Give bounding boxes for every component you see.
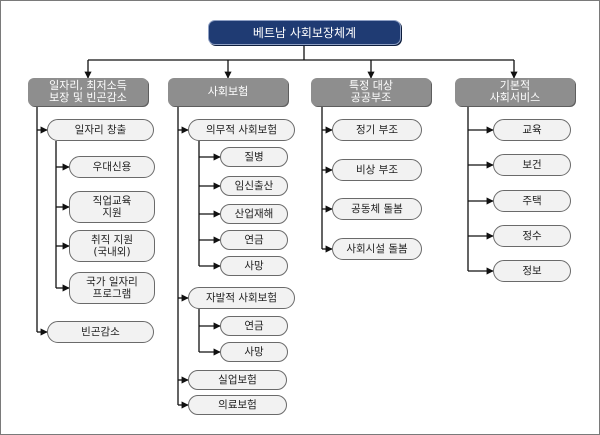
node-voluntary-pension: 연금 (220, 316, 288, 336)
node-national-job-program: 국가 일자리 프로그램 (69, 272, 155, 304)
category-basic-social-services: 기본적 사회서비스 (455, 78, 575, 106)
node-mandatory-insurance: 의무적 사회보험 (188, 119, 295, 141)
node-employment-support: 취직 지원 (국내외) (69, 230, 155, 262)
node-poverty-reduction: 빈곤감소 (47, 321, 154, 343)
category-job-income-poverty: 일자리, 최저소득 보장 및 빈곤감소 (28, 78, 148, 106)
category-social-insurance: 사회보험 (168, 78, 288, 106)
node-housing: 주택 (493, 190, 571, 212)
node-voluntary-death: 사망 (220, 342, 288, 362)
node-health: 보건 (493, 154, 571, 176)
node-community-care: 공동체 돌봄 (332, 198, 422, 220)
category-public-assistance: 특정 대상 공공부조 (311, 78, 431, 106)
node-education: 교육 (493, 119, 571, 141)
node-information: 정보 (493, 260, 571, 282)
node-preferential-credit: 우대신용 (69, 156, 155, 178)
node-clean-water: 정수 (493, 225, 571, 247)
node-vocational-training: 직업교육 지원 (69, 191, 155, 223)
node-medical-insurance: 의료보험 (188, 395, 287, 415)
node-pension: 연금 (220, 230, 288, 250)
node-unemployment-insurance: 실업보험 (188, 370, 287, 390)
node-industrial-accident: 산업재해 (220, 204, 288, 224)
node-facility-care: 사회시설 돌봄 (332, 238, 422, 260)
node-regular-assistance: 정기 부조 (332, 119, 422, 141)
node-sickness: 질병 (220, 147, 288, 167)
node-job-creation: 일자리 창출 (47, 119, 154, 141)
root-title: 베트남 사회보장체계 (208, 20, 401, 45)
node-maternity: 임신출산 (220, 176, 288, 196)
node-emergency-assistance: 비상 부조 (332, 159, 422, 181)
node-voluntary-insurance: 자발적 사회보험 (188, 287, 295, 309)
node-death: 사망 (220, 256, 288, 276)
